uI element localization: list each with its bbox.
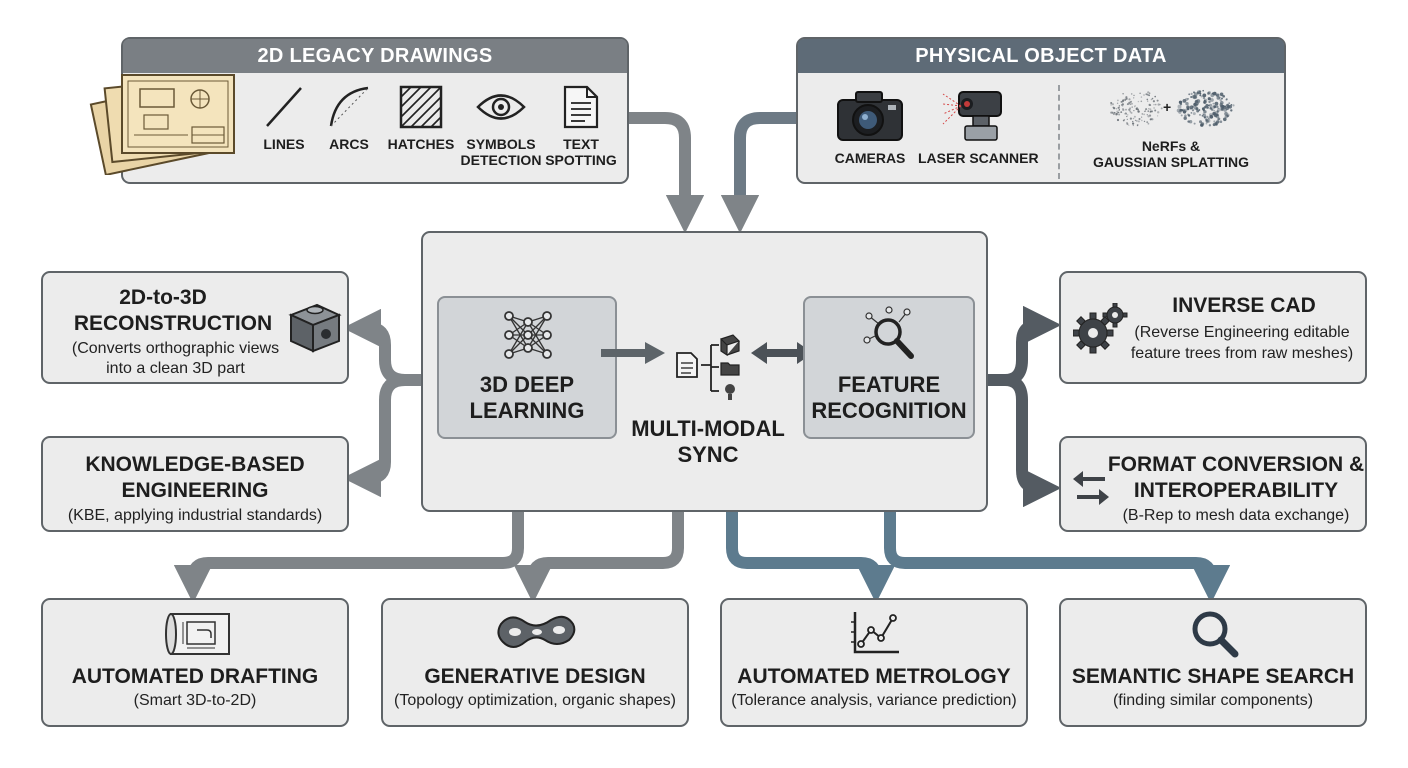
arrow-legacy-to-core [628, 112, 705, 234]
automated-metrology-panel: AUTOMATED METROLOGY (Tolerance analysis,… [720, 598, 1028, 727]
tool-nerfs: + NeRFs & GAUSSIAN SPLATTING [1075, 86, 1267, 170]
measurement-chart-icon [851, 612, 899, 654]
kbe-title-2: ENGINEERING [121, 479, 269, 502]
swap-arrows-icon [1073, 471, 1109, 505]
inverse-cad-sub-2: feature trees from raw meshes) [1130, 345, 1354, 362]
arrow-physical-to-core [720, 112, 797, 234]
feature-recognition-box: FEATURE RECOGNITION [803, 296, 975, 439]
arrow-core-to-reconstruction [342, 308, 422, 386]
reconstruction-title-2: RECONSTRUCTION [73, 312, 273, 335]
deep-learning-title-1: 3D DEEP [479, 372, 575, 397]
line-icon [266, 87, 302, 127]
metrology-title: AUTOMATED METROLOGY [737, 665, 1011, 688]
inverse-cad-title: INVERSE CAD [1172, 294, 1316, 317]
generative-title: GENERATIVE DESIGN [424, 665, 646, 688]
document-icon [563, 85, 599, 129]
tool-laser-scanner: LASER SCANNER [918, 86, 1039, 166]
deep-learning-box: 3D DEEP LEARNING [437, 296, 617, 439]
arrow-core-to-kbe [342, 374, 422, 498]
tool-hatches: HATCHES [387, 84, 455, 152]
sync-title-2: SYNC [677, 442, 739, 467]
tool-gaussian-label: GAUSSIAN SPLATTING [1092, 154, 1250, 170]
tool-symbols-detection: SYMBOLS DETECTION [460, 84, 542, 168]
divider [1058, 85, 1060, 179]
blueprint-icon [165, 613, 230, 655]
kbe-sub: (KBE, applying industrial standards) [67, 507, 323, 524]
tool-cameras-label: CAMERAS [834, 150, 906, 166]
tool-hatches-label: HATCHES [387, 136, 455, 152]
tool-spotting-label: SPOTTING [545, 152, 617, 168]
tool-cameras: CAMERAS [827, 86, 913, 166]
tool-arcs-label: ARCS [329, 136, 369, 152]
legacy-drawings-header: 2D LEGACY DRAWINGS [123, 39, 627, 73]
gears-icon [1073, 303, 1128, 354]
drafting-title: AUTOMATED DRAFTING [71, 665, 319, 688]
format-title-1: FORMAT CONVERSION & [1107, 453, 1365, 476]
shape-search-sub: (finding similar components) [1112, 692, 1314, 709]
tool-detection-label: DETECTION [460, 152, 542, 168]
tool-symbols-label: SYMBOLS [466, 136, 536, 152]
tool-laser-label: LASER SCANNER [918, 150, 1039, 166]
inverse-cad-sub-1: (Reverse Engineering editable [1134, 324, 1350, 341]
shape-search-title: SEMANTIC SHAPE SEARCH [1071, 665, 1355, 688]
tool-nerfs-label: NeRFs & [1141, 138, 1201, 154]
blueprint-stack-icon [89, 74, 235, 175]
format-conversion-panel: FORMAT CONVERSION & INTEROPERABILITY (B-… [1059, 436, 1367, 532]
physical-object-header: PHYSICAL OBJECT DATA [798, 39, 1284, 73]
reconstruction-sub-1: (Converts orthographic views [71, 340, 280, 357]
tool-arcs: ARCS [318, 84, 380, 152]
inverse-cad-panel: INVERSE CAD (Reverse Engineering editabl… [1059, 271, 1367, 384]
arrow-core-to-metrology [726, 512, 896, 604]
core-panel: 3D DEEP LEARNING MULTI-MODAL SYNC [421, 231, 988, 512]
tool-text-label: TEXT [563, 136, 599, 152]
arc-icon [329, 86, 369, 127]
format-title-2: INTEROPERABILITY [1133, 479, 1339, 502]
organic-bracket-icon [497, 615, 576, 648]
hatch-icon [399, 85, 443, 129]
feature-title-2: RECOGNITION [811, 398, 967, 423]
reconstruction-panel: 2D-to-3D RECONSTRUCTION (Converts orthog… [41, 271, 349, 384]
point-cloud-icon: + [1110, 89, 1235, 127]
magnifier-network-icon [863, 306, 914, 359]
metrology-sub: (Tolerance analysis, variance prediction… [731, 692, 1017, 709]
arrow-core-to-inverse-cad [988, 305, 1062, 386]
feature-title-1: FEATURE [837, 372, 941, 397]
neural-network-icon [504, 311, 552, 359]
tool-lines: LINES [253, 84, 315, 152]
eye-icon [476, 94, 526, 120]
cube-icon [288, 303, 342, 353]
reconstruction-title-1: 2D-to-3D [119, 286, 207, 309]
format-sub: (B-Rep to mesh data exchange) [1122, 507, 1350, 524]
arrow-core-to-generative [513, 512, 684, 604]
search-icon [1192, 611, 1239, 658]
reconstruction-sub-2: into a clean 3D part [106, 360, 245, 377]
deep-learning-title-2: LEARNING [469, 398, 585, 423]
arrow-core-to-drafting [173, 512, 524, 604]
semantic-search-panel: SEMANTIC SHAPE SEARCH (finding similar c… [1059, 598, 1367, 727]
drafting-sub: (Smart 3D-to-2D) [133, 692, 257, 709]
generative-design-panel: GENERATIVE DESIGN (Topology optimization… [381, 598, 689, 727]
generative-sub: (Topology optimization, organic shapes) [394, 692, 676, 709]
tool-text-spotting: TEXT SPOTTING [545, 84, 617, 168]
tool-lines-label: LINES [263, 136, 305, 152]
arrow-learning-to-sync-icon [601, 342, 665, 364]
laser-scanner-icon [942, 91, 1002, 141]
arrow-core-to-format [988, 374, 1062, 508]
kbe-title-1: KNOWLEDGE-BASED [85, 453, 305, 476]
multi-modal-sync-icon [676, 334, 741, 400]
sync-title-1: MULTI-MODAL [631, 416, 785, 441]
arrow-core-to-shape-search [884, 512, 1231, 604]
legacy-drawings-panel: 2D LEGACY DRAWINGS [121, 37, 629, 184]
automated-drafting-panel: AUTOMATED DRAFTING (Smart 3D-to-2D) [41, 598, 349, 727]
svg-text:+: + [1163, 99, 1171, 115]
kbe-panel: KNOWLEDGE-BASED ENGINEERING (KBE, applyi… [41, 436, 349, 532]
camera-icon [837, 91, 903, 141]
